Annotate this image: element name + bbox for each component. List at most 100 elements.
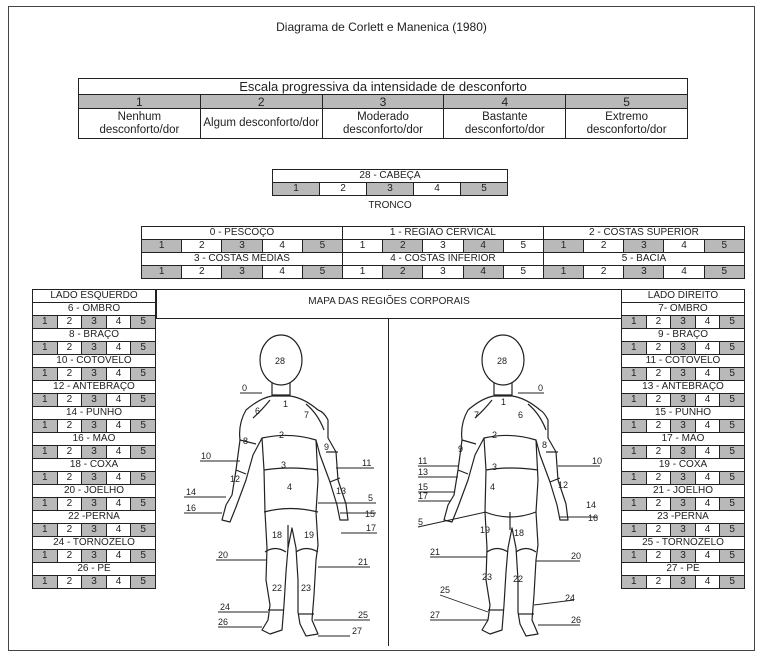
rating-cell-1[interactable]: 1 bbox=[342, 240, 382, 253]
rating-cell-3[interactable]: 3 bbox=[671, 316, 696, 329]
rating-cell-4[interactable]: 4 bbox=[262, 266, 302, 279]
rating-cell-1[interactable]: 1 bbox=[622, 394, 647, 407]
rating-cell-5[interactable]: 5 bbox=[720, 368, 745, 381]
rating-cell-4[interactable]: 4 bbox=[695, 420, 720, 433]
rating-cell-5[interactable]: 5 bbox=[720, 524, 745, 537]
rating-cell-4[interactable]: 4 bbox=[695, 342, 720, 355]
rating-cell-4[interactable]: 4 bbox=[106, 420, 131, 433]
rating-cell-4[interactable]: 4 bbox=[664, 266, 704, 279]
rating-cell-2[interactable]: 2 bbox=[320, 183, 367, 196]
rating-cell-4[interactable]: 4 bbox=[463, 266, 503, 279]
rating-cell-2[interactable]: 2 bbox=[57, 446, 82, 459]
rating-cell-5[interactable]: 5 bbox=[720, 446, 745, 459]
rating-cell-3[interactable]: 3 bbox=[423, 266, 463, 279]
rating-cell-2[interactable]: 2 bbox=[646, 498, 671, 511]
rating-cell-2[interactable]: 2 bbox=[57, 394, 82, 407]
rating-cell-1[interactable]: 1 bbox=[622, 446, 647, 459]
rating-cell-1[interactable]: 1 bbox=[33, 576, 58, 589]
rating-cell-2[interactable]: 2 bbox=[57, 420, 82, 433]
rating-cell-5[interactable]: 5 bbox=[720, 394, 745, 407]
rating-cell-2[interactable]: 2 bbox=[646, 576, 671, 589]
rating-cell-3[interactable]: 3 bbox=[423, 240, 463, 253]
rating-cell-4[interactable]: 4 bbox=[414, 183, 461, 196]
rating-cell-2[interactable]: 2 bbox=[57, 342, 82, 355]
rating-cell-5[interactable]: 5 bbox=[131, 394, 156, 407]
rating-cell-4[interactable]: 4 bbox=[664, 240, 704, 253]
rating-cell-1[interactable]: 1 bbox=[33, 498, 58, 511]
rating-cell-1[interactable]: 1 bbox=[273, 183, 320, 196]
rating-cell-4[interactable]: 4 bbox=[695, 550, 720, 563]
rating-cell-3[interactable]: 3 bbox=[671, 368, 696, 381]
rating-cell-4[interactable]: 4 bbox=[695, 368, 720, 381]
rating-cell-4[interactable]: 4 bbox=[106, 368, 131, 381]
rating-cell-1[interactable]: 1 bbox=[142, 266, 182, 279]
rating-cell-3[interactable]: 3 bbox=[671, 420, 696, 433]
rating-cell-5[interactable]: 5 bbox=[720, 550, 745, 563]
rating-cell-4[interactable]: 4 bbox=[695, 394, 720, 407]
rating-cell-1[interactable]: 1 bbox=[622, 472, 647, 485]
rating-cell-5[interactable]: 5 bbox=[720, 576, 745, 589]
rating-cell-2[interactable]: 2 bbox=[57, 316, 82, 329]
rating-cell-5[interactable]: 5 bbox=[131, 368, 156, 381]
rating-cell-3[interactable]: 3 bbox=[624, 240, 664, 253]
rating-cell-3[interactable]: 3 bbox=[671, 446, 696, 459]
rating-cell-2[interactable]: 2 bbox=[182, 266, 222, 279]
rating-cell-1[interactable]: 1 bbox=[622, 368, 647, 381]
rating-cell-1[interactable]: 1 bbox=[33, 472, 58, 485]
rating-cell-5[interactable]: 5 bbox=[704, 240, 744, 253]
rating-cell-5[interactable]: 5 bbox=[131, 316, 156, 329]
rating-cell-1[interactable]: 1 bbox=[622, 550, 647, 563]
rating-cell-3[interactable]: 3 bbox=[82, 524, 107, 537]
rating-cell-3[interactable]: 3 bbox=[82, 576, 107, 589]
rating-cell-3[interactable]: 3 bbox=[671, 394, 696, 407]
rating-cell-4[interactable]: 4 bbox=[106, 394, 131, 407]
rating-cell-2[interactable]: 2 bbox=[646, 368, 671, 381]
rating-cell-1[interactable]: 1 bbox=[622, 498, 647, 511]
rating-cell-2[interactable]: 2 bbox=[57, 524, 82, 537]
rating-cell-3[interactable]: 3 bbox=[82, 342, 107, 355]
rating-cell-4[interactable]: 4 bbox=[463, 240, 503, 253]
rating-cell-1[interactable]: 1 bbox=[622, 524, 647, 537]
rating-cell-1[interactable]: 1 bbox=[33, 368, 58, 381]
rating-cell-1[interactable]: 1 bbox=[622, 576, 647, 589]
rating-cell-5[interactable]: 5 bbox=[461, 183, 508, 196]
rating-cell-4[interactable]: 4 bbox=[695, 576, 720, 589]
rating-cell-2[interactable]: 2 bbox=[383, 266, 423, 279]
rating-cell-3[interactable]: 3 bbox=[82, 420, 107, 433]
rating-cell-1[interactable]: 1 bbox=[622, 420, 647, 433]
rating-cell-4[interactable]: 4 bbox=[106, 472, 131, 485]
rating-cell-2[interactable]: 2 bbox=[646, 394, 671, 407]
rating-cell-5[interactable]: 5 bbox=[503, 266, 543, 279]
rating-cell-2[interactable]: 2 bbox=[57, 368, 82, 381]
rating-cell-4[interactable]: 4 bbox=[106, 316, 131, 329]
rating-cell-2[interactable]: 2 bbox=[646, 316, 671, 329]
rating-cell-1[interactable]: 1 bbox=[33, 342, 58, 355]
rating-cell-2[interactable]: 2 bbox=[57, 576, 82, 589]
rating-cell-1[interactable]: 1 bbox=[342, 266, 382, 279]
rating-cell-5[interactable]: 5 bbox=[131, 446, 156, 459]
rating-cell-2[interactable]: 2 bbox=[584, 266, 624, 279]
rating-cell-5[interactable]: 5 bbox=[131, 472, 156, 485]
rating-cell-5[interactable]: 5 bbox=[720, 420, 745, 433]
rating-cell-5[interactable]: 5 bbox=[704, 266, 744, 279]
rating-cell-5[interactable]: 5 bbox=[302, 240, 342, 253]
rating-cell-5[interactable]: 5 bbox=[720, 498, 745, 511]
rating-cell-4[interactable]: 4 bbox=[106, 524, 131, 537]
rating-cell-5[interactable]: 5 bbox=[131, 550, 156, 563]
rating-cell-4[interactable]: 4 bbox=[262, 240, 302, 253]
rating-cell-2[interactable]: 2 bbox=[646, 446, 671, 459]
rating-cell-1[interactable]: 1 bbox=[33, 550, 58, 563]
rating-cell-4[interactable]: 4 bbox=[106, 550, 131, 563]
rating-cell-1[interactable]: 1 bbox=[33, 446, 58, 459]
rating-cell-3[interactable]: 3 bbox=[82, 368, 107, 381]
rating-cell-3[interactable]: 3 bbox=[671, 342, 696, 355]
rating-cell-3[interactable]: 3 bbox=[671, 498, 696, 511]
rating-cell-1[interactable]: 1 bbox=[33, 316, 58, 329]
rating-cell-4[interactable]: 4 bbox=[106, 576, 131, 589]
rating-cell-1[interactable]: 1 bbox=[33, 420, 58, 433]
rating-cell-3[interactable]: 3 bbox=[671, 550, 696, 563]
rating-cell-1[interactable]: 1 bbox=[33, 394, 58, 407]
rating-cell-2[interactable]: 2 bbox=[646, 472, 671, 485]
rating-cell-3[interactable]: 3 bbox=[82, 472, 107, 485]
rating-cell-1[interactable]: 1 bbox=[33, 524, 58, 537]
